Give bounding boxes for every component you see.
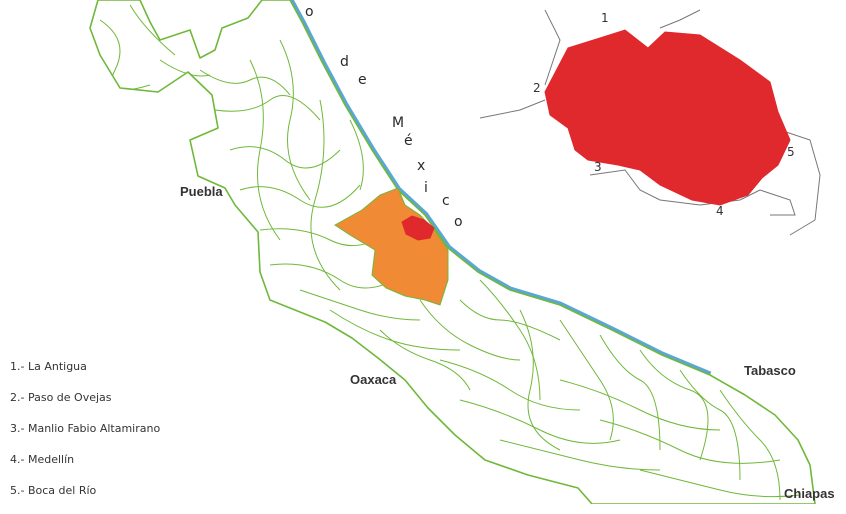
highlighted-area xyxy=(401,215,435,241)
legend-item: 1.- La Antigua xyxy=(10,360,87,373)
state-label-oaxaca: Oaxaca xyxy=(350,372,397,387)
inset-number-1: 1 xyxy=(601,11,609,25)
sea-name-letter: o xyxy=(305,4,314,20)
sea-name-letter: e xyxy=(358,72,367,88)
inset-number-2: 2 xyxy=(533,81,541,95)
legend-item: 4.- Medellín xyxy=(10,453,75,466)
inset-number-5: 5 xyxy=(787,145,795,159)
inset-map xyxy=(479,9,821,236)
state-label-tabasco: Tabasco xyxy=(744,363,796,378)
legend-item: 2.- Paso de Ovejas xyxy=(10,391,112,404)
municipality-legend: 1.- La Antigua 2.- Paso de Ovejas 3.- Ma… xyxy=(10,359,160,514)
sea-name-letter: d xyxy=(340,54,349,70)
central-region xyxy=(334,187,449,306)
inset-boundary-lines xyxy=(479,9,821,236)
inset-highlighted-municipalities xyxy=(544,29,791,206)
sea-name-letter: c xyxy=(442,193,450,209)
state-label-chiapas: Chiapas xyxy=(784,486,835,501)
municipal-borders xyxy=(99,4,801,501)
state-label-puebla: Puebla xyxy=(180,184,223,199)
sea-name-letter: x xyxy=(417,158,426,174)
legend-item: 3.- Manlio Fabio Altamirano xyxy=(10,422,161,435)
veracruz-state-outline xyxy=(89,0,816,504)
sea-name-letter: i xyxy=(424,180,428,196)
inset-number-3: 3 xyxy=(594,160,602,174)
sea-name-letter: é xyxy=(404,133,413,149)
inset-number-4: 4 xyxy=(716,204,724,218)
sea-name-letter: o xyxy=(454,214,463,230)
legend-item: 5.- Boca del Río xyxy=(10,484,97,497)
sea-name-letter: M xyxy=(392,115,405,131)
